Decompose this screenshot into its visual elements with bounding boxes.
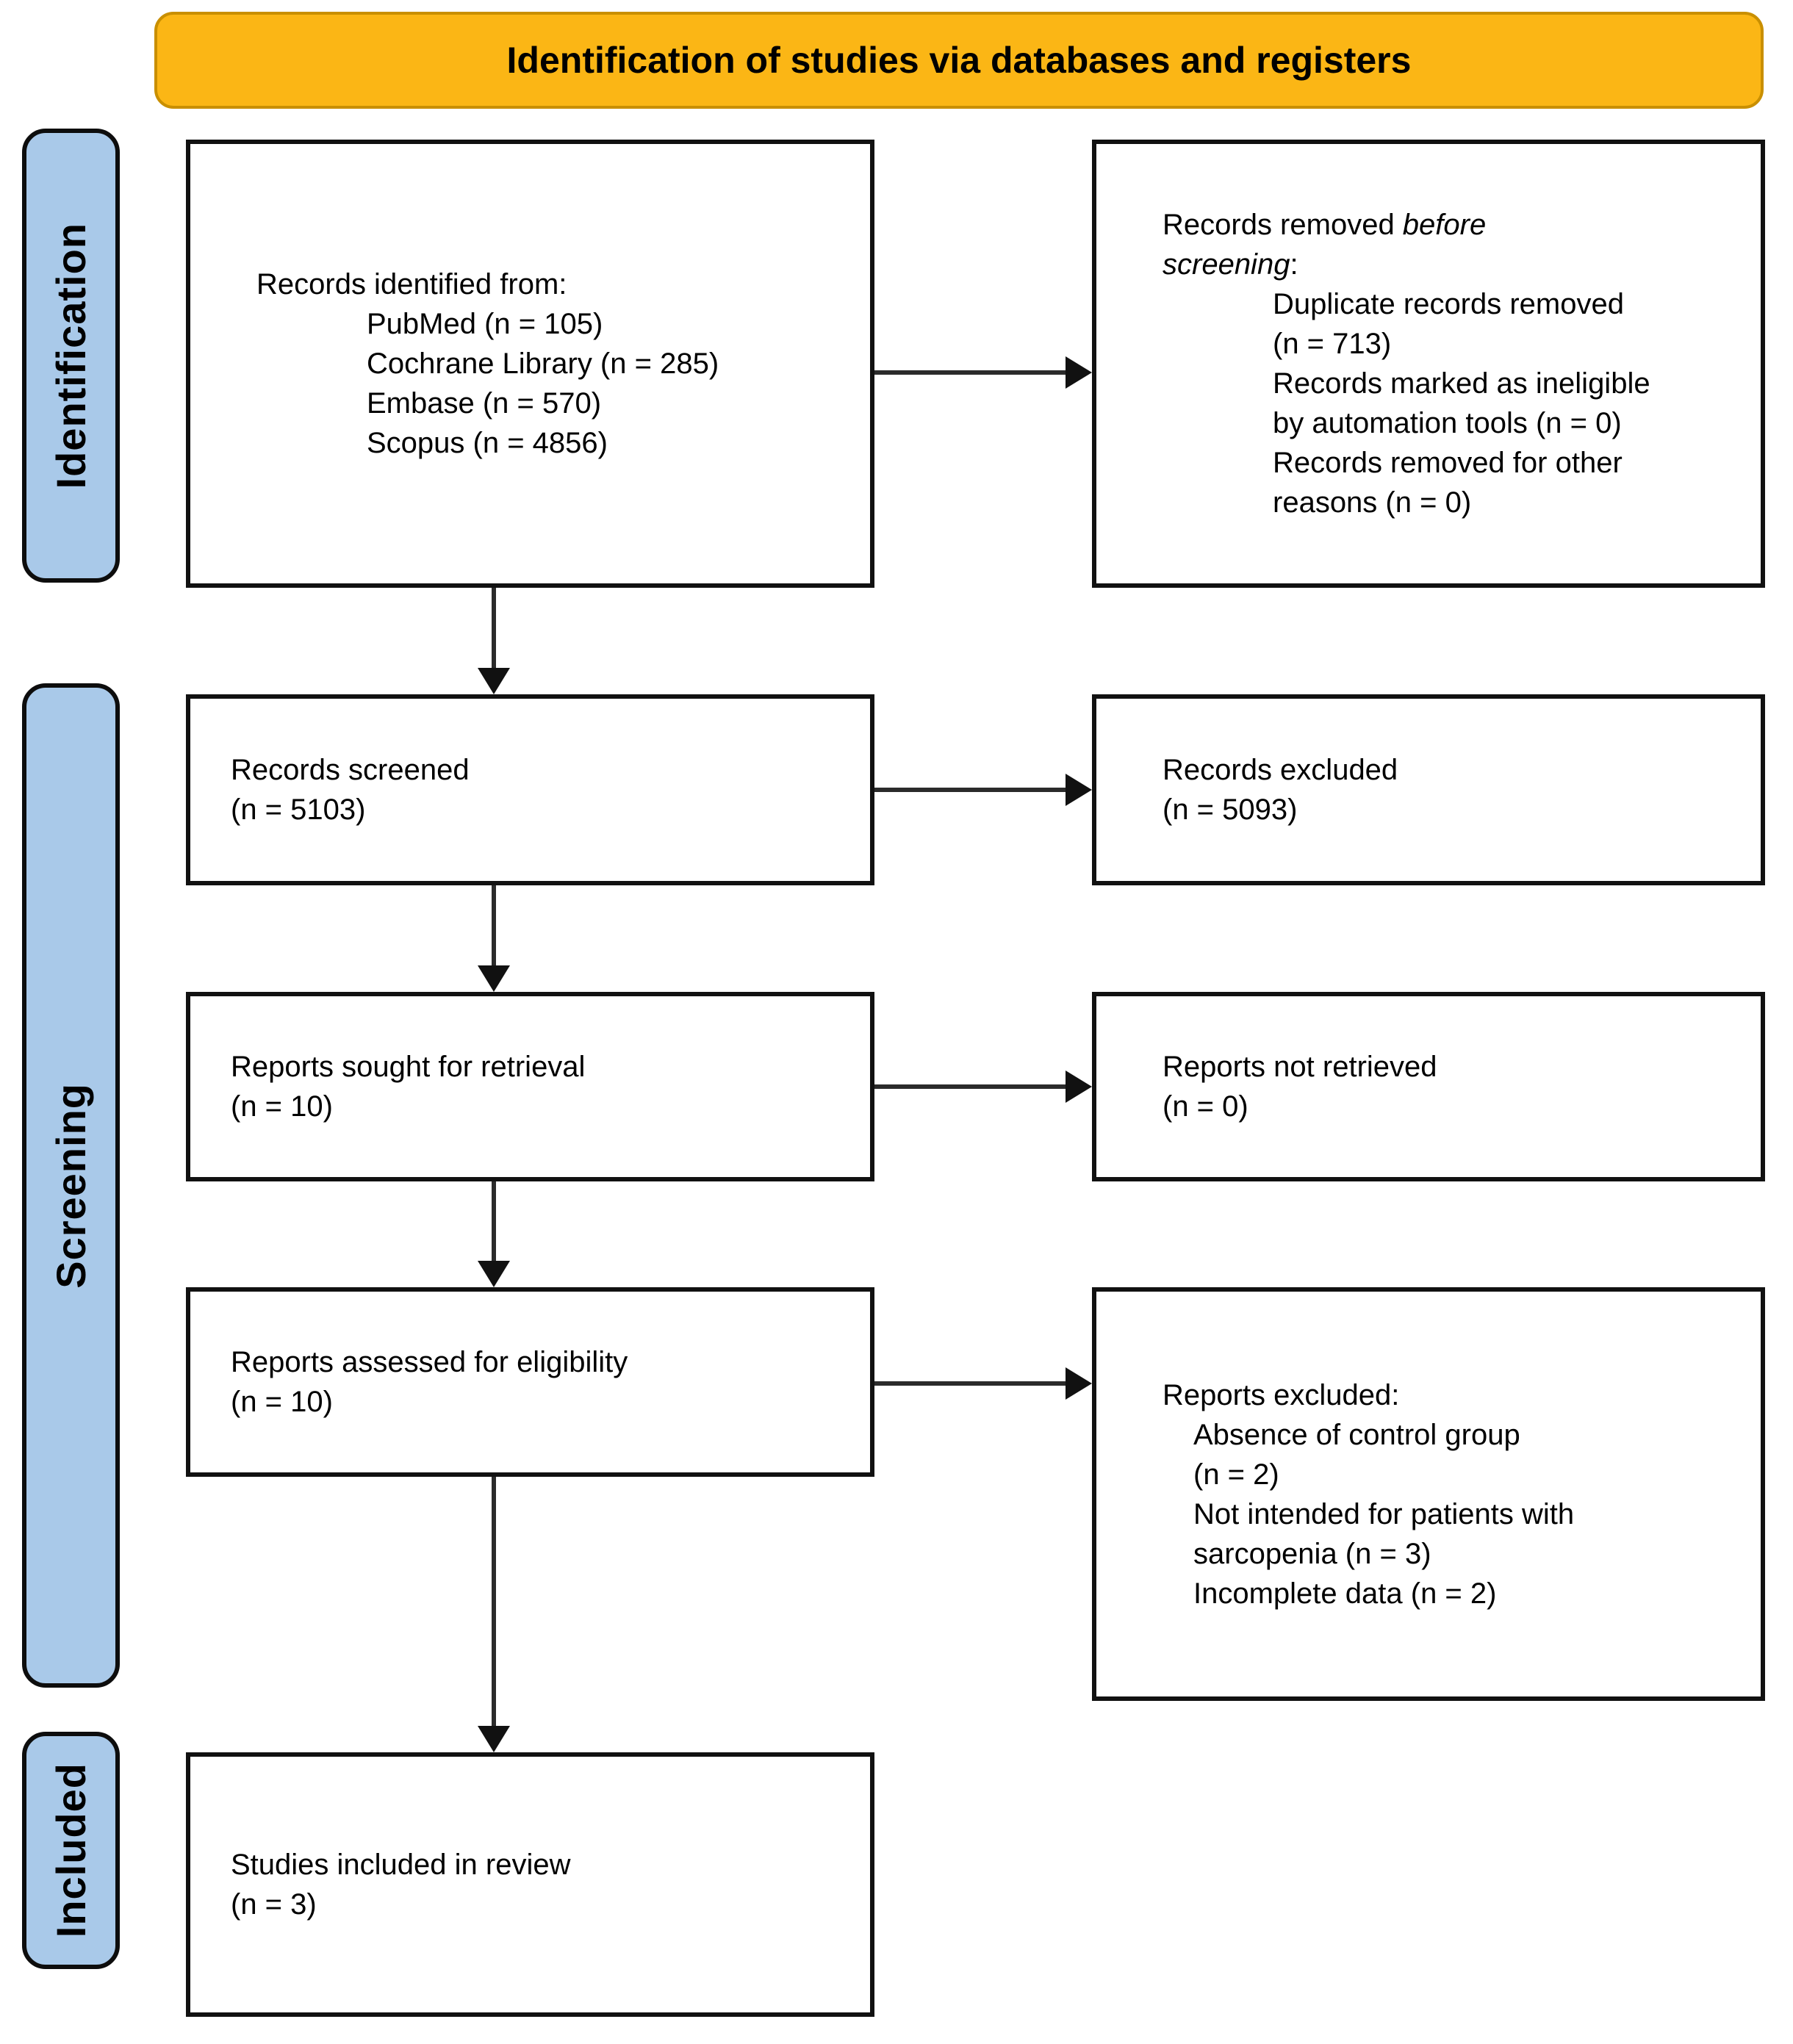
arrowhead-down-icon: [478, 1726, 510, 1752]
arrow-identified-to-screened: [492, 588, 496, 670]
box-records-excluded: Records excluded (n = 5093): [1092, 694, 1765, 885]
text-line: (n = 10): [231, 1090, 333, 1123]
text-line: Incomplete data (n = 2): [1193, 1577, 1497, 1610]
text-line: (n = 2): [1193, 1458, 1279, 1491]
text-line: Records screened: [231, 754, 470, 786]
text-line: Cochrane Library (n = 285): [367, 348, 719, 380]
arrow-sought-to-not-retrieved: [874, 1084, 1067, 1089]
text-line: (n = 10): [231, 1386, 333, 1418]
banner-identification-of-studies: Identification of studies via databases …: [154, 12, 1764, 109]
arrow-assessed-to-reports-excluded: [874, 1381, 1067, 1386]
text-line: Studies included in review: [231, 1849, 571, 1881]
text-line: Records identified from:: [256, 268, 567, 301]
arrow-sought-to-assessed: [492, 1181, 496, 1262]
text-line: Records excluded: [1163, 754, 1398, 786]
text-line: Not intended for patients with: [1193, 1497, 1575, 1530]
stage-bar-included: Included: [22, 1732, 120, 1969]
stage-bar-identification: Identification: [22, 129, 120, 583]
arrowhead-right-icon: [1066, 356, 1092, 389]
text-line: Reports assessed for eligibility: [231, 1346, 628, 1378]
text-line: (n = 713): [1273, 328, 1392, 360]
box-reports-assessed-for-eligibility: Reports assessed for eligibility (n = 10): [186, 1287, 874, 1477]
text-line: by automation tools (n = 0): [1273, 407, 1622, 439]
text-line: Reports sought for retrieval: [231, 1051, 586, 1083]
arrow-identified-to-removed: [874, 370, 1067, 375]
box-reports-excluded: Reports excluded: Absence of control grou…: [1092, 1287, 1765, 1701]
text-line: Duplicate records removed: [1273, 288, 1624, 320]
text-line: Absence of control group: [1193, 1418, 1520, 1451]
text-line: Records marked as ineligible: [1273, 367, 1650, 400]
box-reports-sought-for-retrieval: Reports sought for retrieval (n = 10): [186, 992, 874, 1181]
arrow-screened-to-sought: [492, 885, 496, 968]
stage-label-identification: Identification: [48, 222, 94, 489]
arrow-screened-to-excluded: [874, 788, 1067, 792]
arrow-assessed-to-included: [492, 1477, 496, 1727]
box-records-identified: Records identified from: PubMed (n = 105)…: [186, 140, 874, 588]
box-records-removed-before-screening: Records removed before screening: Duplicat…: [1092, 140, 1765, 588]
text-line: (n = 0): [1163, 1090, 1248, 1123]
stage-label-screening: Screening: [48, 1082, 94, 1289]
box-records-screened: Records screened (n = 5103): [186, 694, 874, 885]
text-line: Scopus (n = 4856): [367, 427, 608, 459]
text-line: reasons (n = 0): [1273, 486, 1472, 519]
text-line: screening:: [1163, 248, 1298, 281]
text-line: (n = 5103): [231, 794, 366, 826]
arrowhead-down-icon: [478, 1261, 510, 1287]
text-line: Reports excluded:: [1163, 1378, 1400, 1411]
stage-bar-screening: Screening: [22, 683, 120, 1688]
arrowhead-right-icon: [1066, 1070, 1092, 1103]
text-line: Embase (n = 570): [367, 387, 602, 420]
text-line: Records removed before: [1163, 209, 1487, 241]
stage-label-included: Included: [48, 1763, 94, 1938]
text-line: (n = 5093): [1163, 794, 1298, 826]
arrowhead-right-icon: [1066, 1367, 1092, 1400]
arrowhead-down-icon: [478, 668, 510, 694]
box-reports-not-retrieved: Reports not retrieved (n = 0): [1092, 992, 1765, 1181]
arrowhead-down-icon: [478, 965, 510, 992]
text-line: Reports not retrieved: [1163, 1051, 1437, 1083]
arrowhead-right-icon: [1066, 774, 1092, 806]
text-line: Records removed for other: [1273, 447, 1623, 479]
text-line: (n = 3): [231, 1888, 317, 1921]
text-line: PubMed (n = 105): [367, 308, 603, 340]
box-studies-included-in-review: Studies included in review (n = 3): [186, 1752, 874, 2017]
text-line: sarcopenia (n = 3): [1193, 1537, 1431, 1570]
